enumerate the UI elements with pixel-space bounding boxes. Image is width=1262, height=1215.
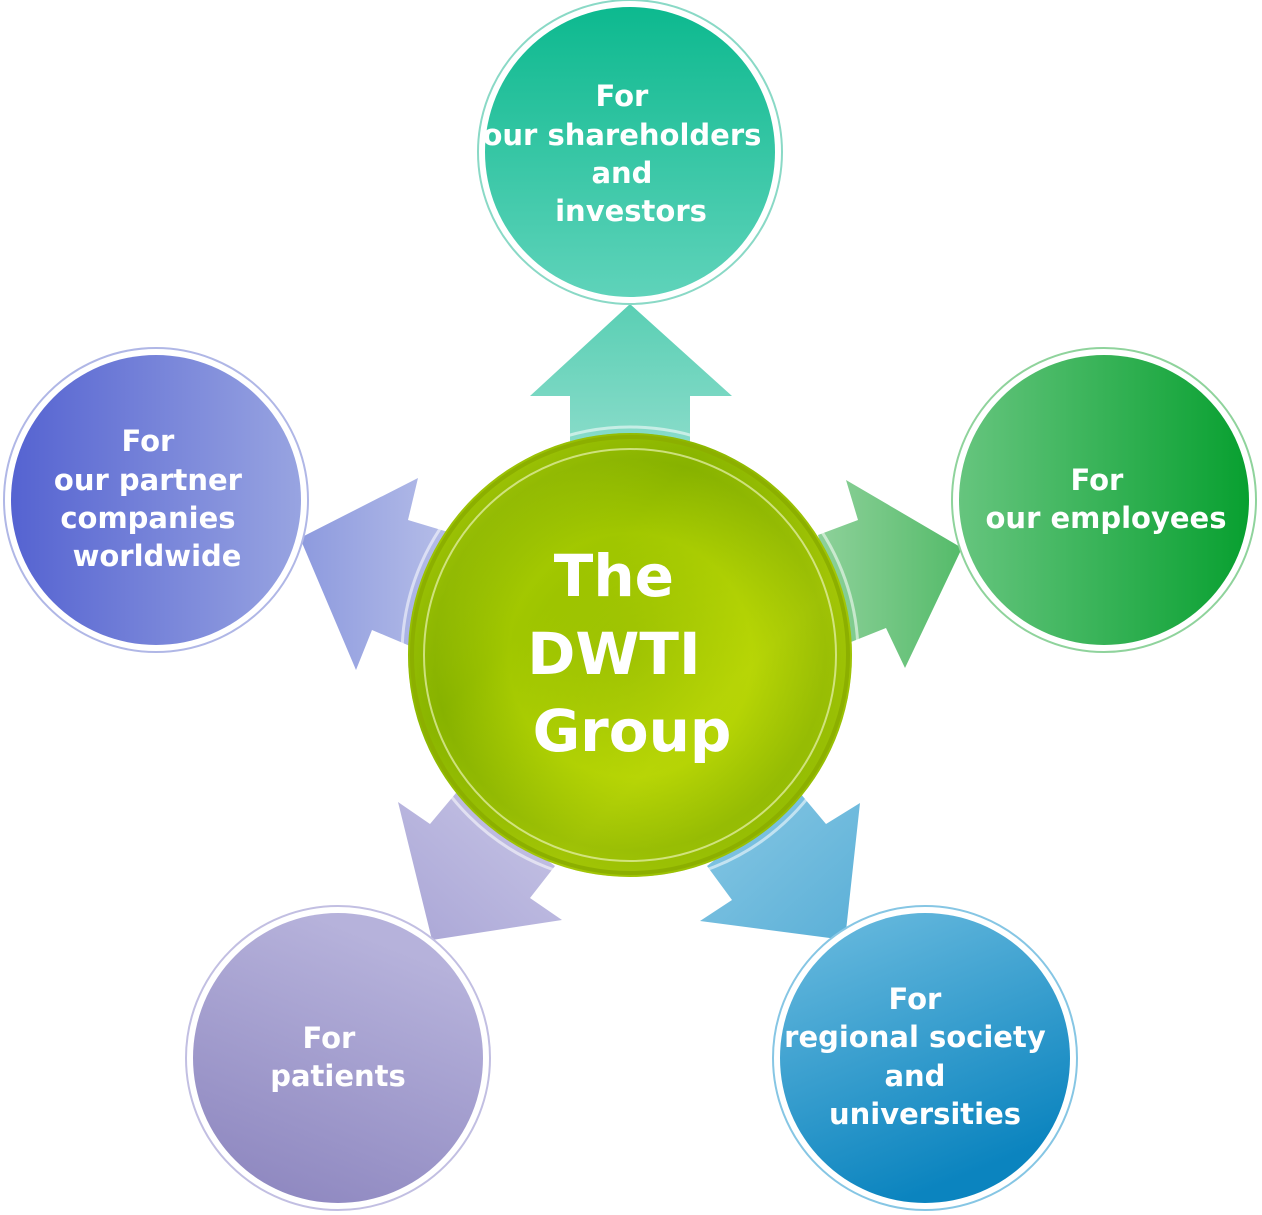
center-line-1: The [554,542,674,610]
node-regional-line-1: For [889,982,943,1016]
center-line-2: DWTI [527,620,700,688]
node-partners-line-3: companies [60,501,235,535]
node-patients-line-1: For [303,1021,357,1055]
center-sheen [408,433,852,877]
node-shareholders: For our shareholders and investors [477,0,783,305]
arrow-to-patients [398,793,562,940]
center-line-3: Group [533,697,732,765]
node-partners-line-2: our partner [54,463,243,497]
node-shareholders-line-3: and [591,156,652,190]
node-employees-line-1: For [1071,463,1125,497]
arrow-to-regional [700,793,860,940]
arrow-to-shareholders [530,304,732,450]
node-regional: For regional society and universities [772,905,1078,1211]
node-shareholders-circle [485,7,775,297]
node-partners-line-1: For [122,424,176,458]
center-inner-ring [423,448,837,862]
node-patients: For patients [185,905,491,1211]
node-employees-label: For our employees [986,463,1227,535]
node-employees-line-2: our employees [986,501,1227,535]
node-patients-label: For patients [270,1021,406,1093]
node-regional-circle [780,913,1070,1203]
node-partners: For our partner companies worldwide [3,347,309,653]
center-halo [400,425,860,885]
node-shareholders-line-1: For [596,79,650,113]
node-regional-label: For regional society and universities [784,982,1056,1131]
node-shareholders-line-4: investors [555,194,707,228]
node-partners-circle [11,355,301,645]
node-partners-line-4: worldwide [73,539,242,573]
center-outer-rim [410,435,850,875]
node-partners-label: For our partner companies worldwide [54,424,252,573]
node-patients-line-2: patients [270,1059,406,1093]
node-shareholders-label: For our shareholders and investors [482,79,771,228]
node-employees-circle [959,355,1249,645]
node-regional-line-4: universities [829,1097,1021,1131]
node-patients-circle [193,913,483,1203]
node-shareholders-line-2: our shareholders [482,118,761,152]
center-label: The DWTI Group [527,542,731,765]
node-regional-line-2: regional society [784,1020,1046,1054]
node-regional-line-3: and [884,1059,945,1093]
node-employees: For our employees [951,347,1257,653]
center-node: The DWTI Group [400,425,860,885]
